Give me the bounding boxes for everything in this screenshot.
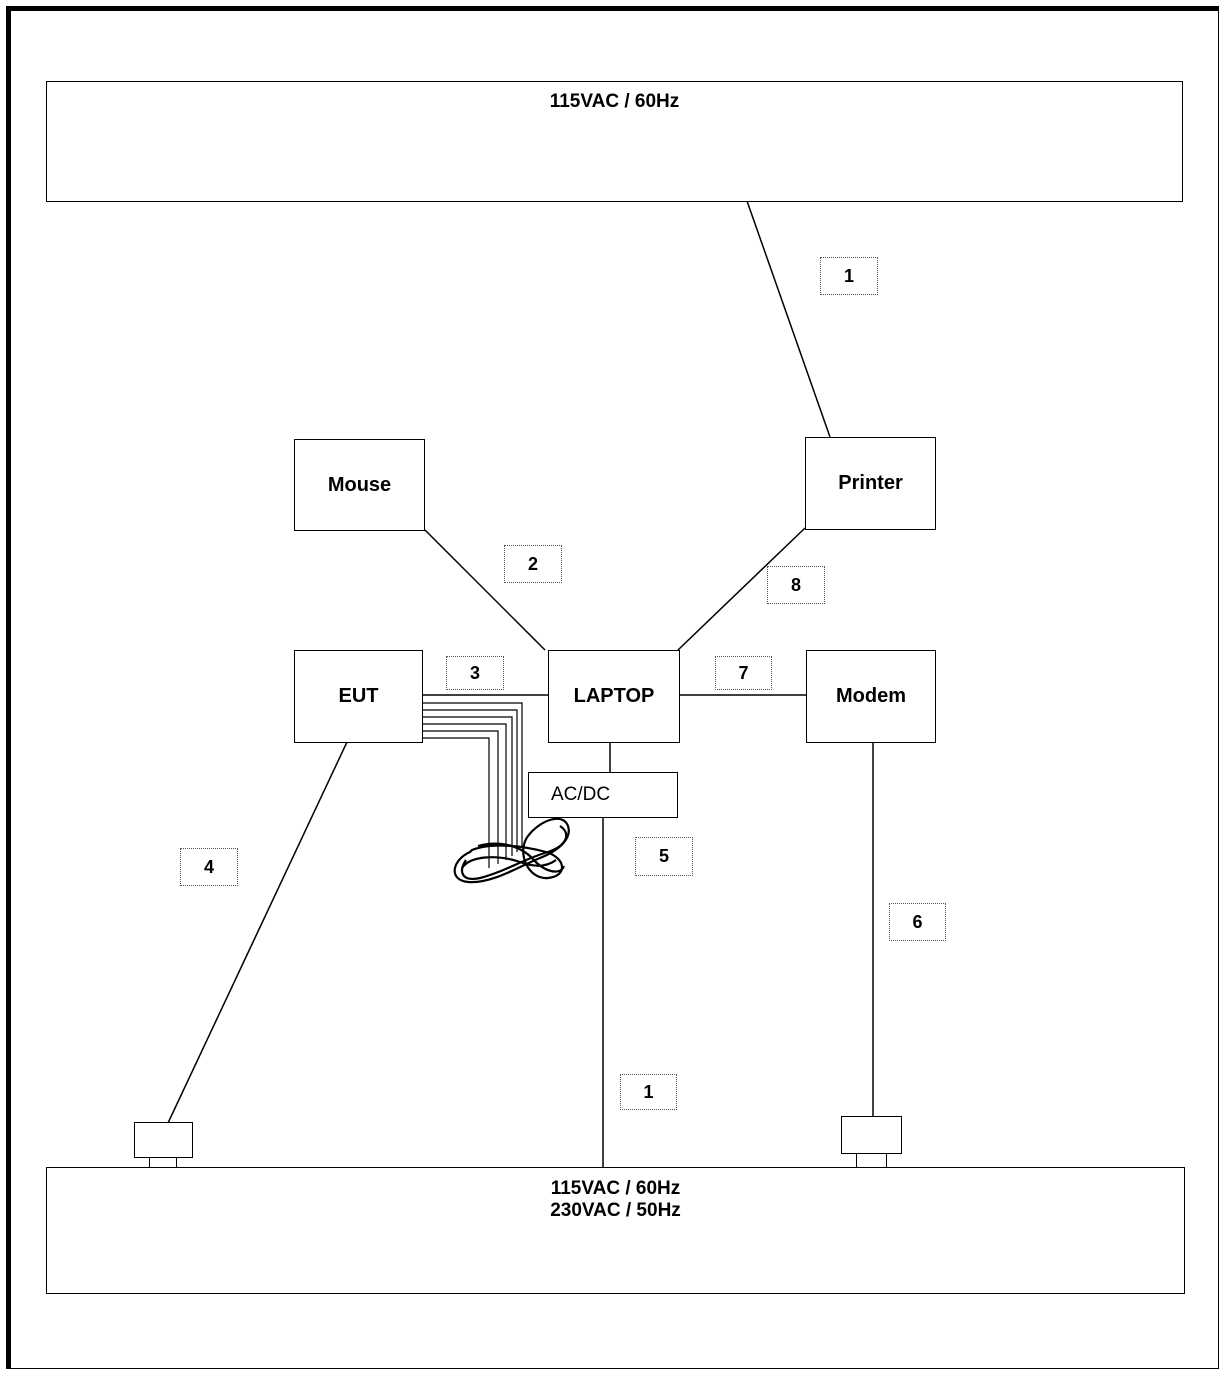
modem-plug-pins <box>856 1153 887 1168</box>
cable-mouse-line <box>424 529 546 651</box>
laptop-box: LAPTOP <box>548 650 680 743</box>
supply-top-voltage: 115VAC / 60Hz <box>549 91 680 112</box>
eut-label: EUT <box>338 685 379 707</box>
eut-box: EUT <box>294 650 423 743</box>
eut-io-bundle <box>422 702 523 868</box>
modem-label: Modem <box>836 685 906 707</box>
cable-tag-label: 1 <box>843 265 854 286</box>
cable-tag-label: 2 <box>527 553 538 574</box>
laptop-label: LAPTOP <box>573 685 655 707</box>
modem-plug <box>841 1116 902 1154</box>
cable-tag-label: 8 <box>790 574 801 595</box>
cable-tag-adapter-power: 1 <box>620 1074 677 1110</box>
cable-printer-laptop-line <box>677 527 806 651</box>
page-border <box>6 6 1219 1369</box>
cable-printer-power-line <box>746 200 831 438</box>
cable-tag-label: 3 <box>469 662 480 683</box>
cable-tag-label: 5 <box>658 846 669 866</box>
cable-tag-eut-laptop: 3 <box>446 656 504 690</box>
mains-supply-bottom: 115VAC / 60Hz 230VAC / 50Hz <box>46 1167 1185 1294</box>
mains-supply-top: 115VAC / 60Hz <box>46 81 1183 202</box>
cable-tag-laptop-power: 5 <box>635 837 693 876</box>
cable-tag-label: 7 <box>738 662 749 683</box>
cable-tag-modem-power: 6 <box>889 903 946 941</box>
cable-tag-label: 6 <box>912 911 923 932</box>
acdc-label: AC/DC <box>551 784 611 805</box>
mouse-label: Mouse <box>327 473 392 496</box>
cable-tag-label: 1 <box>643 1081 654 1102</box>
printer-box: Printer <box>805 437 936 530</box>
eut-plug-pins <box>149 1157 177 1168</box>
cable-tag-printer-power: 1 <box>820 257 878 295</box>
cable-tag-mouse: 2 <box>504 545 562 583</box>
cable-tag-modem-laptop: 7 <box>715 656 772 690</box>
cable-tag-label: 4 <box>203 856 214 877</box>
supply-bottom-voltage-1: 115VAC / 60Hz <box>550 1178 681 1199</box>
printer-label: Printer <box>838 472 903 494</box>
cable-eut-power-line <box>167 741 348 1124</box>
eut-plug <box>134 1122 193 1158</box>
acdc-adapter-box: AC/DC <box>528 772 678 818</box>
supply-bottom-voltage-2: 230VAC / 50Hz <box>550 1200 681 1221</box>
cable-tag-eut-power: 4 <box>180 848 238 886</box>
cable-tag-printer-laptop: 8 <box>767 566 825 604</box>
cable-coil <box>453 817 570 884</box>
mouse-box: Mouse <box>294 439 425 531</box>
modem-box: Modem <box>806 650 936 743</box>
